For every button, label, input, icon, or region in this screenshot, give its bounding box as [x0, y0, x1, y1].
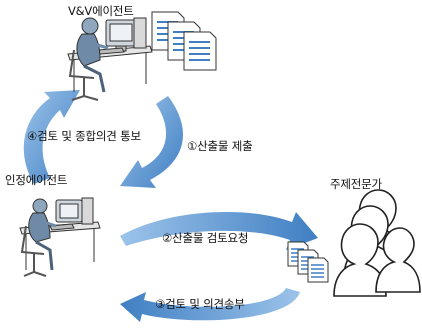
- step3-label: ③검토 및 의견송부: [155, 297, 245, 311]
- arrow-opinion: [120, 288, 300, 322]
- step4-label: ④검토 및 종합의견 통보: [27, 129, 141, 143]
- step2-label: ②산출물 검토요청: [162, 231, 249, 245]
- arrow-submit: [120, 96, 183, 188]
- arrow-notify: [23, 90, 80, 184]
- review-documents-icon: [287, 241, 329, 283]
- cert-agent-illustration: [19, 197, 101, 277]
- vv-agent-illustration: [67, 17, 153, 101]
- cert-agent-label: 인정에이전트: [5, 173, 68, 187]
- step1-label: ①산출물 제출: [187, 139, 253, 153]
- experts-label: 주제전문가: [330, 177, 382, 191]
- vv-agent-label: V&V에이전트: [68, 4, 134, 18]
- experts-group-icon: [333, 189, 421, 297]
- documents-icon: [151, 11, 217, 71]
- arrow-review-request: [120, 211, 318, 250]
